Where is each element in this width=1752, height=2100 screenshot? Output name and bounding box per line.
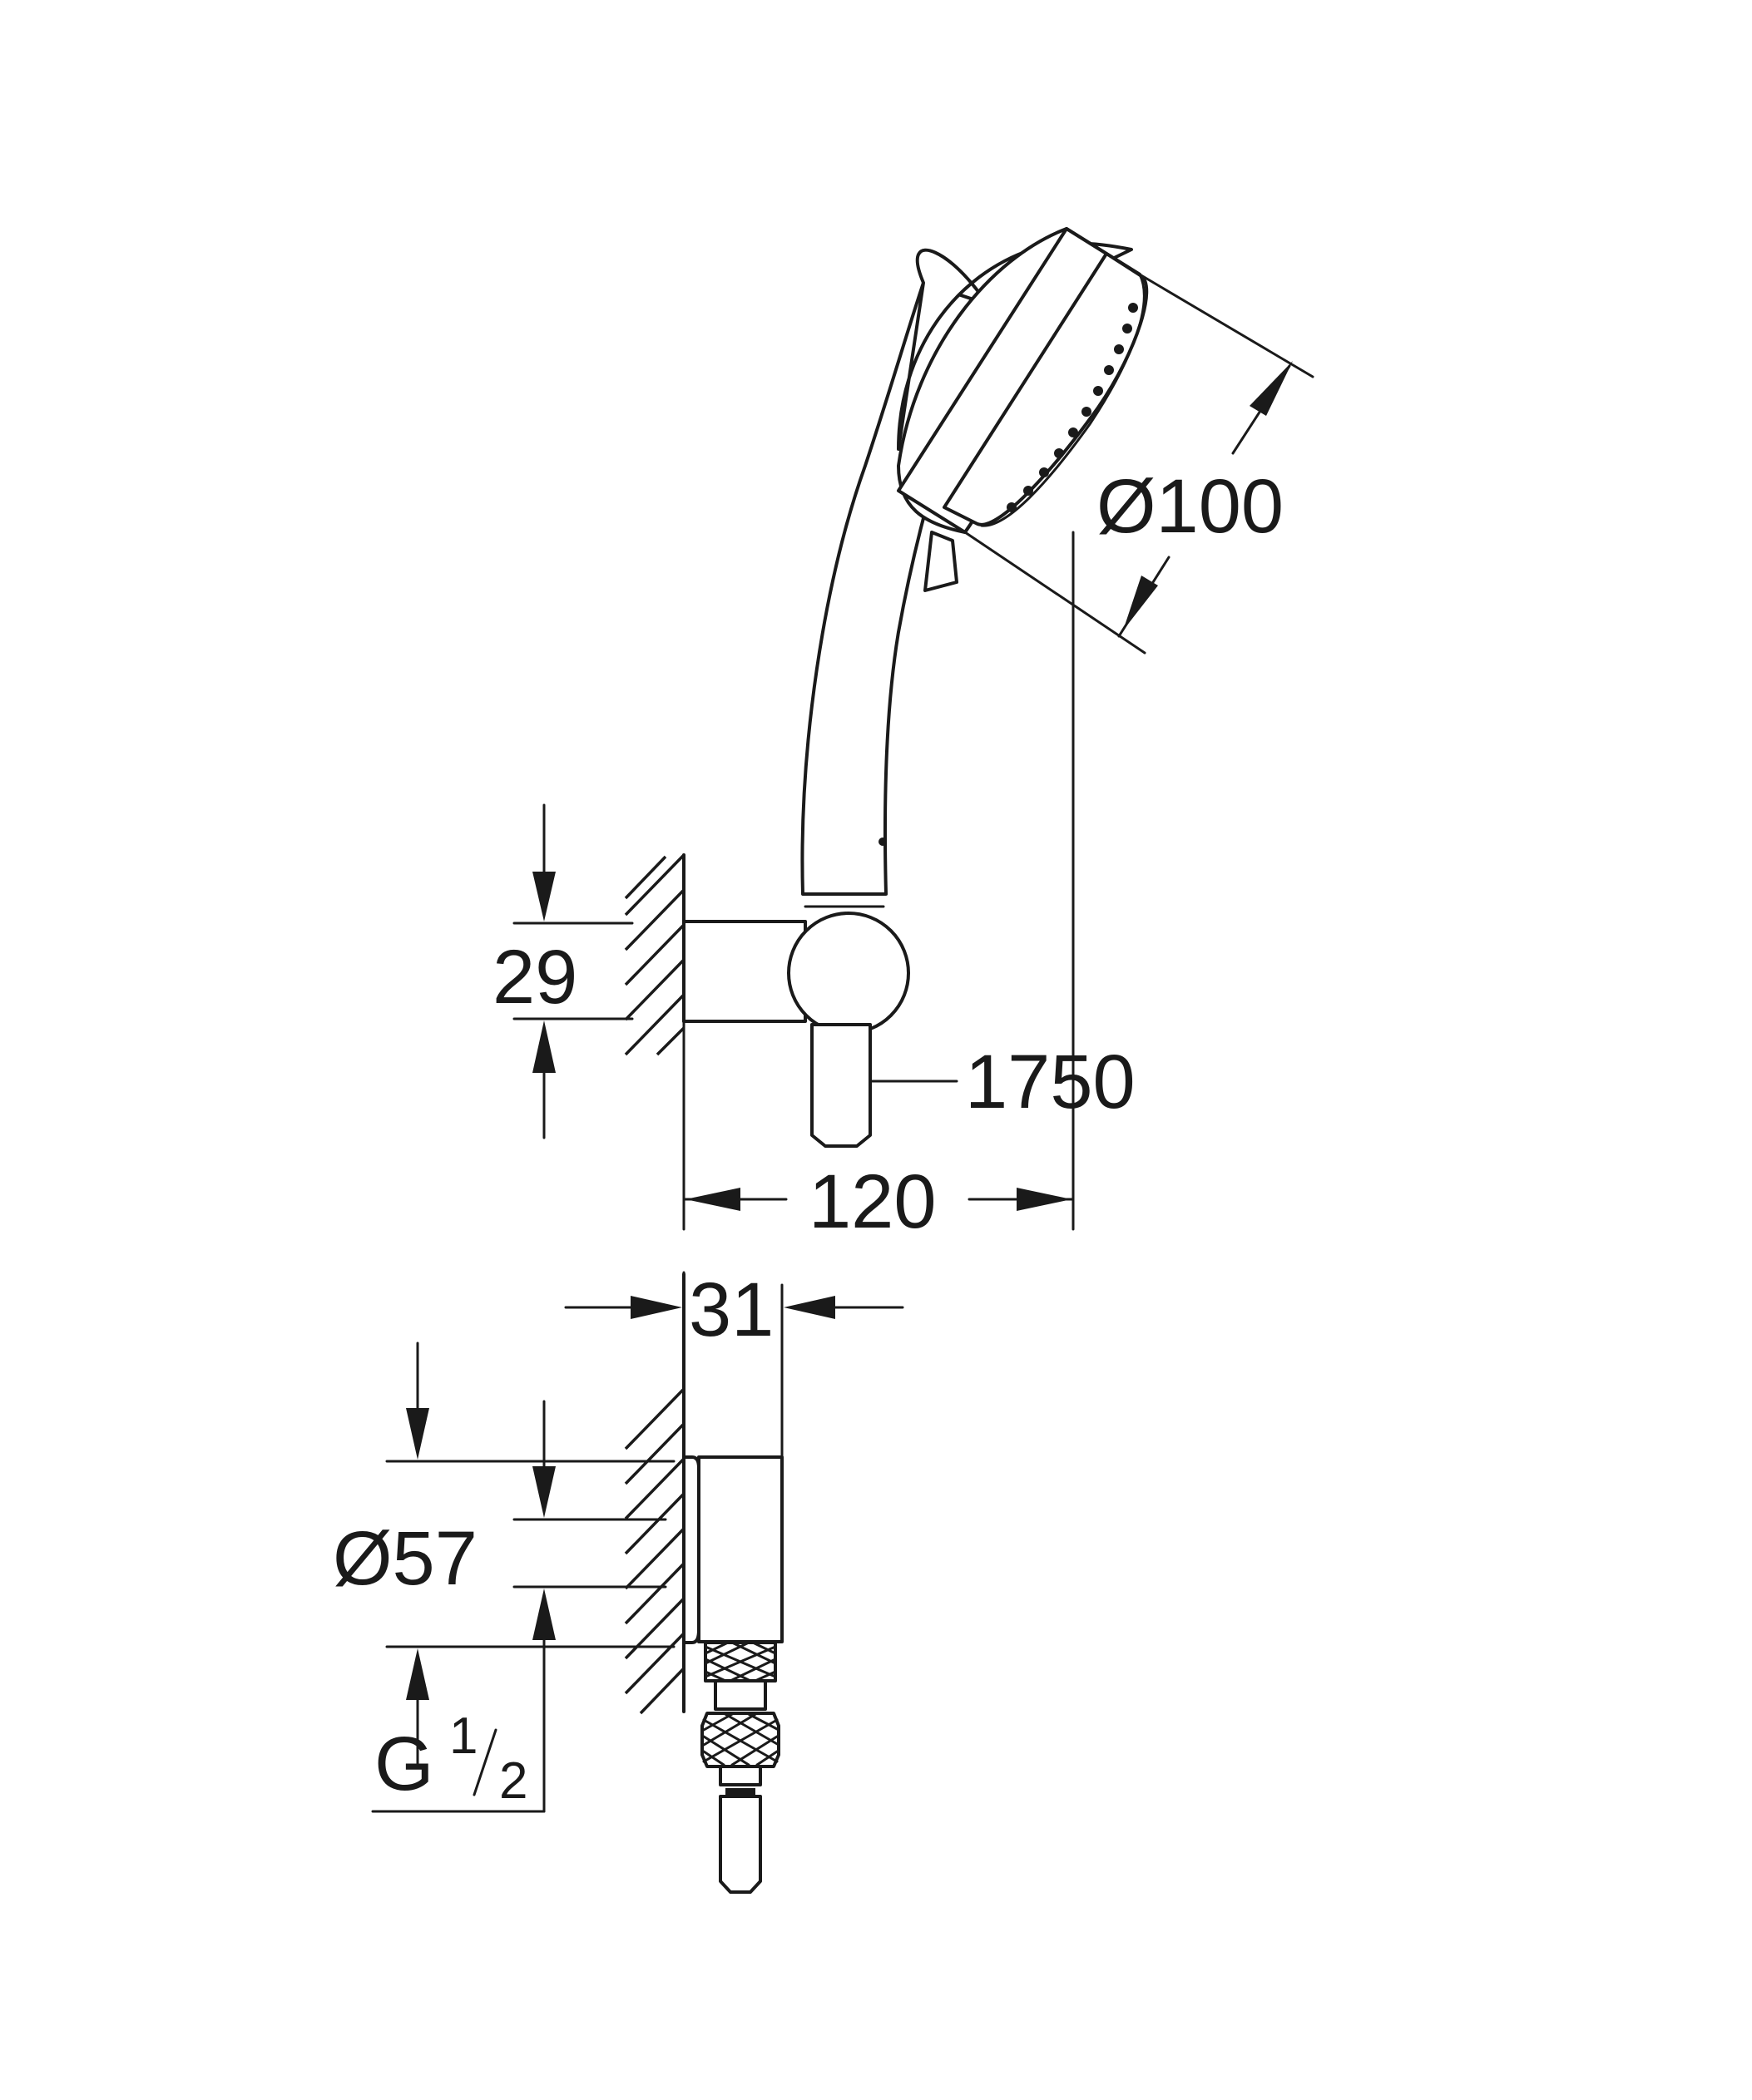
dim-flange-diameter: Ø57: [333, 1400, 667, 1813]
label-flange-diameter: Ø57: [333, 1516, 478, 1601]
dim-elbow-depth: 31: [564, 1267, 904, 1459]
label-thread-prefix: G: [374, 1722, 434, 1806]
dim-projection: 120: [682, 531, 1075, 1244]
spray-nozzles: [1007, 303, 1138, 512]
label-holder-height: 29: [492, 935, 577, 1020]
knurled-nut-upper: [704, 1641, 777, 1682]
wall-outlet-view: 31 Ø57 G 1 2: [333, 1267, 904, 1894]
label-elbow-depth: 31: [689, 1267, 774, 1352]
dim-holder-height: 29: [492, 803, 634, 1139]
dim-thread: G 1 2: [371, 1342, 676, 1813]
label-thread-numerator: 1: [449, 1707, 478, 1765]
hose-outlet: [810, 1023, 872, 1148]
ball-joint: [787, 912, 910, 1035]
outlet-flange: [682, 1455, 700, 1644]
spray-disc: [943, 252, 1149, 526]
outlet-body: [697, 1455, 784, 1643]
nut-spacer: [714, 1679, 767, 1711]
label-thread-denominator: 2: [499, 1752, 527, 1810]
dim-spray-diameter: Ø100: [963, 273, 1314, 655]
knurled-nut-lower: [700, 1712, 780, 1768]
hand-shower-view: Ø100 29 1750 120: [492, 227, 1314, 1244]
label-hose-length: 1750: [965, 1040, 1136, 1124]
holder-arm: [682, 920, 807, 1023]
wall-upper: [624, 853, 685, 1056]
hose: [719, 1795, 762, 1894]
hose-connector: [719, 1765, 762, 1786]
dim-hose-length: 1750: [869, 1040, 1136, 1124]
label-spray-diameter: Ø100: [1096, 464, 1284, 549]
spray-selector: [923, 531, 958, 592]
label-projection: 120: [809, 1159, 937, 1244]
